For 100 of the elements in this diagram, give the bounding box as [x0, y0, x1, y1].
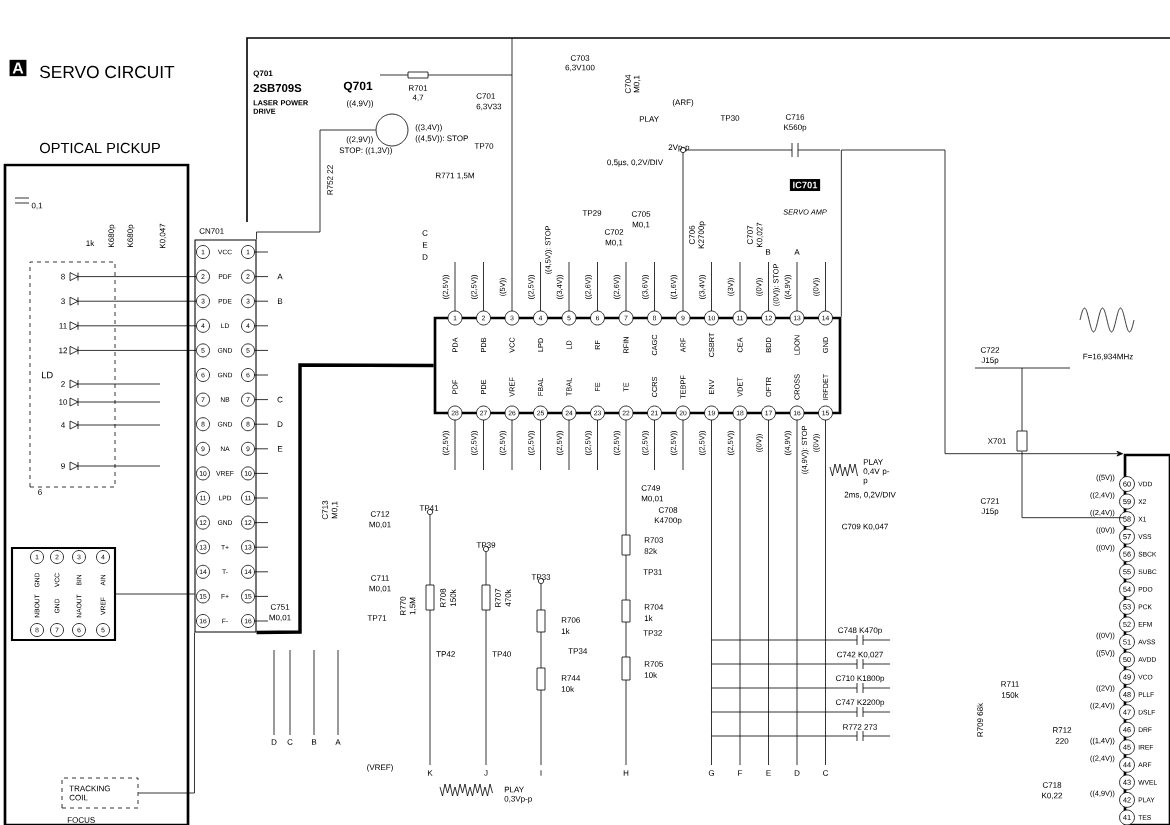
component-label: K680p [127, 224, 135, 247]
test-point-label: TP34 [568, 648, 588, 654]
node-label: IC701 [793, 181, 818, 189]
wire [256, 129, 376, 240]
signal-letter: A [794, 249, 800, 255]
component-label: C702 [604, 229, 624, 235]
waveform-note: PLAY 0,4V p-p [863, 459, 890, 485]
component-label: C749 [641, 485, 660, 491]
component-label: M0,01 [369, 585, 391, 593]
signal-letter: B [766, 249, 771, 255]
signal-letter: B [312, 739, 317, 745]
component-label: C751 [270, 604, 290, 610]
signal-letter: E [278, 446, 283, 452]
component-label: R772 273 [843, 724, 877, 730]
component-label: R711 [1001, 681, 1019, 687]
test-point-label: TP40 [492, 651, 511, 657]
test-point-label: (VREF) [367, 764, 393, 772]
component-label: R704 [644, 604, 664, 610]
pin-number: 8 [61, 273, 65, 280]
component-label: K560p [784, 124, 807, 132]
component-label: K0,22 [1042, 792, 1063, 800]
test-point-label: TP42 [436, 651, 455, 657]
pin-number: 11 [59, 323, 67, 329]
signal-letter: H [623, 770, 629, 776]
test-point-label: (ARF) [672, 99, 694, 107]
component-label: C710 K1800p [835, 675, 885, 683]
component-label: C712 [370, 511, 390, 517]
component-label: K2700p [698, 221, 706, 249]
test-point-label: TP70 [474, 143, 494, 149]
waveform-note: 0,5µs, 0,2V/DIV [607, 159, 664, 167]
component-label: C705 [631, 211, 651, 217]
component-label: 1,5M [409, 597, 417, 615]
component-label: K0,047 [159, 223, 167, 249]
component-label: M0,1 [605, 239, 623, 247]
signal-letter: K [428, 770, 433, 776]
component-label: K0,027 [756, 222, 764, 248]
component-label: C748 K470p [838, 627, 882, 635]
component-label: M0,01 [269, 614, 291, 622]
waveform-note: F=16,934MHz [1083, 353, 1133, 361]
test-point-label: TP32 [643, 630, 662, 636]
component-label: FOCUS [67, 817, 95, 823]
signal-letter: A [277, 273, 283, 280]
component-label: C718 [1042, 782, 1062, 788]
component-label: R707 [495, 588, 501, 607]
waveform-note: 2ms, 0,2V/DIV [844, 491, 896, 499]
component-label: R770 [400, 596, 406, 615]
component-label: C713 [322, 500, 328, 520]
wire [256, 363, 434, 635]
part-label: Q701 [253, 70, 273, 78]
component-label: C706 [689, 225, 695, 245]
component-label: R703 [644, 537, 663, 543]
component-label: M0,01 [369, 521, 391, 529]
test-point-label: TP71 [367, 615, 387, 621]
component-label: R712 [1053, 727, 1072, 733]
voltage-label: ((2,9V)) [346, 136, 373, 144]
component-label: 6,3V100 [565, 64, 595, 72]
component-label: K680p [108, 224, 116, 247]
component-label: 150k [450, 589, 456, 607]
pin-number: 2 [61, 381, 65, 387]
component-label: C721 [980, 498, 1000, 504]
component-label: C742 K0,027 [837, 651, 883, 659]
component-label: 1k [561, 628, 570, 634]
pin-number: 12 [59, 347, 68, 354]
component-label: M0,1 [331, 501, 339, 519]
component-label: R708 [440, 588, 446, 607]
test-point-label: TP41 [419, 505, 439, 511]
component-label: C707 [747, 225, 753, 245]
signal-letter: G [708, 770, 714, 776]
test-point-label: TP31 [643, 569, 662, 575]
signal-letter: J [484, 770, 488, 776]
signal-letter: E [766, 770, 771, 776]
component-label: 1k [86, 240, 95, 246]
component-label: 1k [644, 615, 653, 621]
component-label: 82k [644, 548, 658, 554]
component-label: C747 K2200p [835, 699, 885, 707]
component-label: 6,3V33 [476, 103, 502, 111]
pin-number: 10 [59, 399, 68, 405]
wire [138, 632, 195, 794]
signal-letter: A [335, 739, 341, 745]
component-label: R706 [561, 617, 580, 623]
node-label: OPTICAL PICKUP [39, 142, 160, 154]
test-point-label: TP29 [582, 210, 602, 216]
signal-letter: C [823, 770, 829, 776]
voltage-label: STOP: ((1,3V)) [339, 147, 392, 155]
component-label: C709 K0,047 [842, 523, 888, 531]
pin-number: 4 [60, 422, 65, 428]
component-label: R744 [561, 675, 581, 681]
coil-block: TRACKING COIL [61, 777, 139, 809]
component-label: M0,1 [632, 221, 650, 229]
component-label: R752 22 [327, 165, 333, 195]
signal-letter: B [278, 298, 283, 304]
component-label: M0,1 [633, 75, 641, 93]
component-label: J15p [981, 357, 999, 365]
part-label: 2SB709S [253, 84, 302, 92]
component-label: R701 [409, 85, 428, 91]
component-label: R705 [644, 661, 663, 667]
signal-letter: D [271, 739, 277, 745]
pin-number: 3 [61, 298, 65, 305]
test-point-label: TP39 [476, 542, 496, 548]
component-label: C708 [658, 507, 678, 513]
